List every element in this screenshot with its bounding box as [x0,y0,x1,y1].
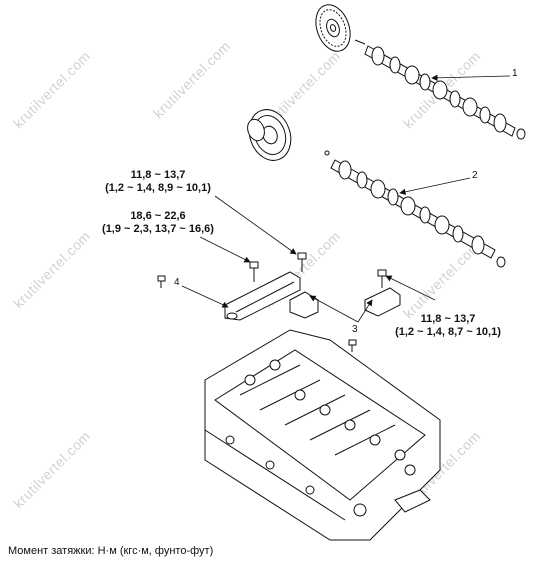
torque-units-caption: Момент затяжки: Н·м (кгс·м, фунто-фут) [8,545,214,557]
callout-1: 1 [512,68,518,79]
bolt-symbol-icon [157,275,357,352]
torque-value-alt: (1,9 ~ 2,3, 13,7 ~ 16,6) [102,223,214,235]
torque-label-front-cap: 18,6 ~ 22,6 (1,9 ~ 2,3, 13,7 ~ 16,6) [96,210,220,236]
callout-2: 2 [472,170,478,181]
callout-4: 4 [174,277,180,288]
torque-value: 11,8 ~ 13,7 [130,169,186,181]
cap-bolts [249,252,387,288]
torque-label-right: 11,8 ~ 13,7 (1,2 ~ 1,4, 8,7 ~ 10,1) [388,313,508,339]
torque-value-alt: (1,2 ~ 1,4, 8,9 ~ 10,1) [105,182,211,194]
exhaust-camshaft-sprocket [315,4,351,52]
torque-label-upper: 11,8 ~ 13,7 (1,2 ~ 1,4, 8,9 ~ 10,1) [98,169,218,195]
bearing-cap [364,287,401,317]
torque-value-alt: (1,2 ~ 1,4, 8,7 ~ 10,1) [395,326,501,338]
leader-lines [181,74,511,323]
intake-camshaft-cvvt [247,109,330,161]
torque-value: 11,8 ~ 13,7 [420,313,476,325]
front-bearing-cap [224,271,319,321]
torque-value: 18,6 ~ 22,6 [130,210,186,222]
camshaft-1 [354,39,526,140]
cylinder-head [204,329,441,541]
camshaft-2 [330,159,506,268]
callout-3: 3 [352,324,358,335]
